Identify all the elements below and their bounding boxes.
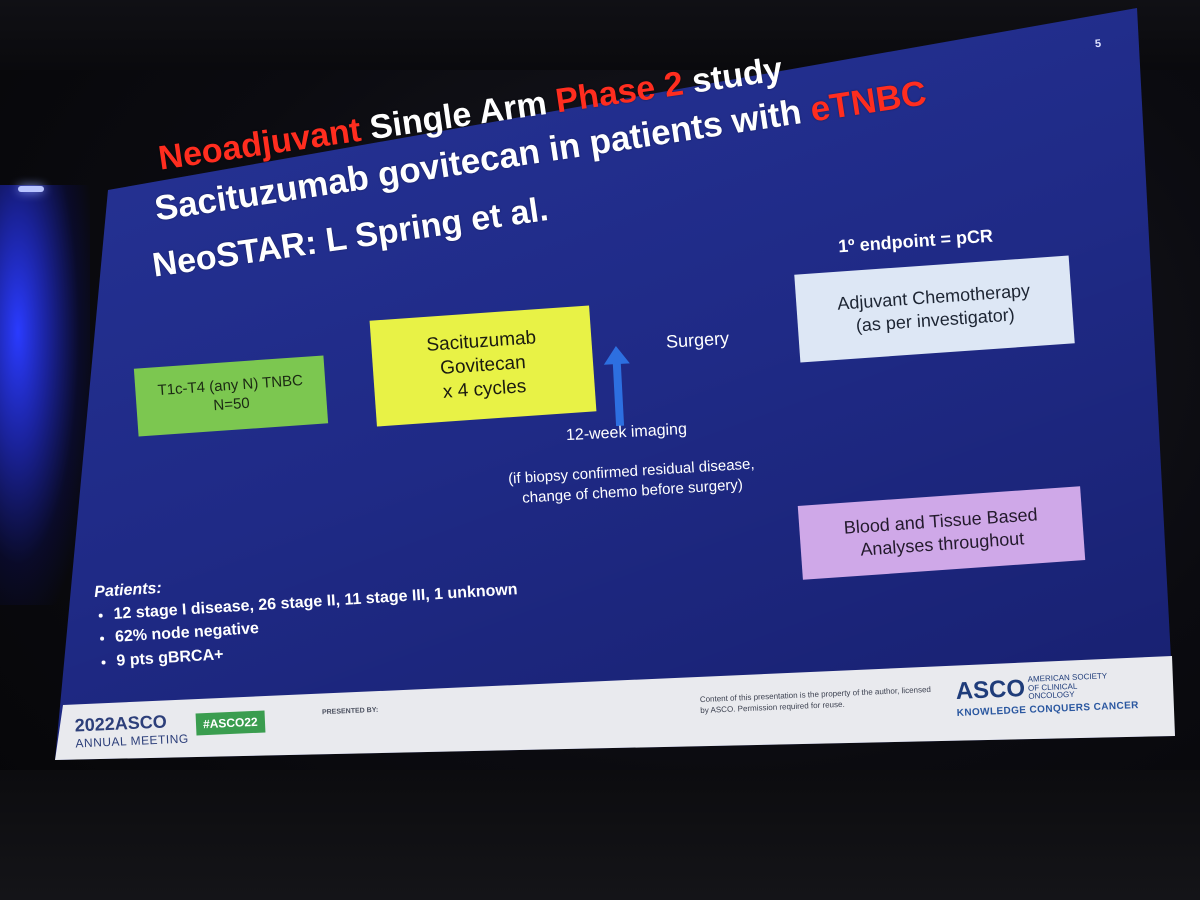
- slide-page-number: 5: [1094, 37, 1102, 51]
- tnbc-population-box: T1c-T4 (any N) TNBC N=50: [133, 355, 329, 437]
- hashtag-badge: #ASCO22: [195, 710, 266, 736]
- sg-line-3: x 4 cycles: [442, 375, 527, 403]
- sacituzumab-treatment-box: Sacituzumab Govitecan x 4 cycles: [369, 305, 597, 427]
- asco-logo-small: AMERICAN SOCIETY OF CLINICAL ONCOLOGY: [1027, 671, 1108, 702]
- stage-blue-light: [0, 185, 90, 605]
- floor-background: [0, 770, 1200, 900]
- meeting-year: 2022ASCO: [74, 711, 168, 736]
- tnbc-line-2: N=50: [212, 394, 251, 415]
- up-arrow-icon: [603, 346, 630, 427]
- asco-logo-text: ASCO: [955, 674, 1026, 705]
- surgery-label: Surgery: [665, 328, 730, 352]
- asco-annual-meeting-logo: 2022ASCO ANNUAL MEETING: [74, 711, 189, 750]
- stage-light-fixture: [18, 186, 44, 192]
